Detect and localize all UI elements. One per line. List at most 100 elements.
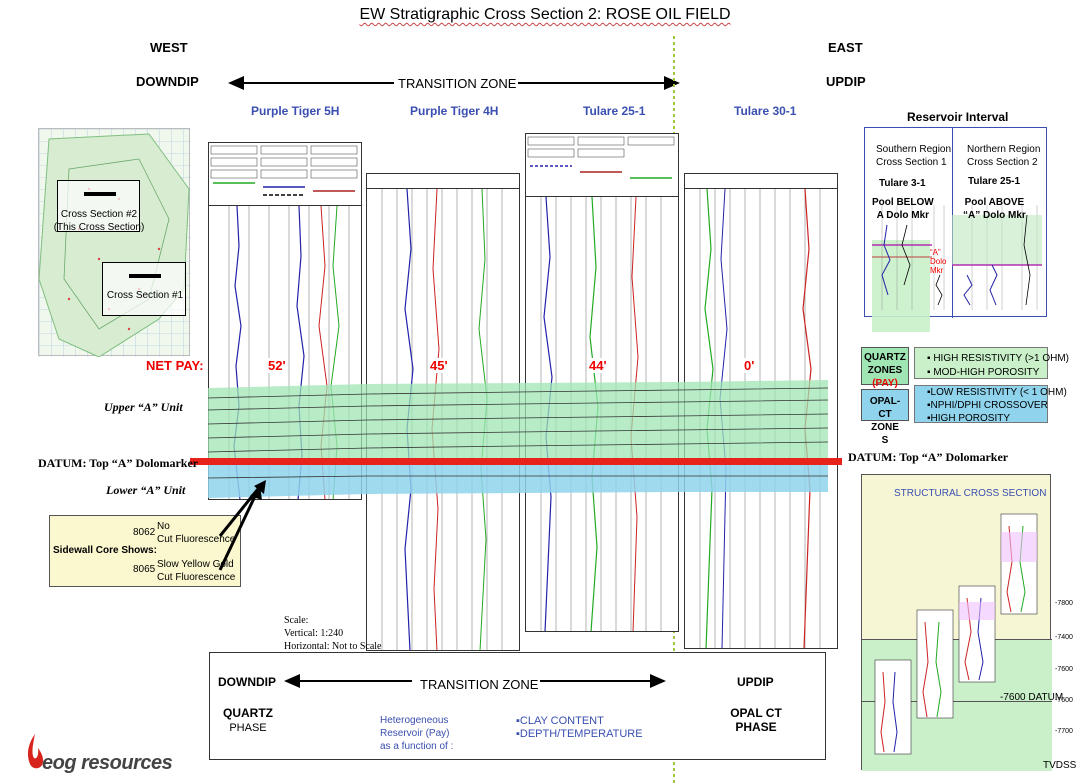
- legend-quartz-bullet1: ▪ HIGH RESISTIVITY (>1 OHM): [927, 353, 1069, 364]
- xs2-label-line2: (This Cross Section): [53, 222, 145, 233]
- well-name-t251: Tulare 25-1: [583, 104, 646, 118]
- legend-quartz-line1: QUARTZ: [864, 352, 906, 363]
- legend-quartz-label: QUARTZ ZONES (PAY): [861, 351, 909, 390]
- page-title: EW Stratigraphic Cross Section 2: ROSE O…: [359, 6, 731, 23]
- summary-downdip: DOWNDIP: [218, 675, 276, 689]
- flame-icon: [27, 734, 44, 769]
- xs1-line: [129, 274, 161, 278]
- dolo-marker-label: “A” Dolo Mkr: [930, 248, 946, 275]
- net-pay-pt5h: 52': [266, 358, 288, 373]
- legend-opal-line1: OPAL-: [869, 396, 901, 407]
- pool-below-label: Pool BELOW A Dolo Mkr: [872, 196, 934, 222]
- pool-below-line1: Pool BELOW: [872, 197, 934, 208]
- structural-tick-5: -7700: [1055, 728, 1073, 735]
- structural-datum-line: [862, 701, 1052, 702]
- dolo-marker-line2: Dolo: [930, 257, 947, 266]
- reservoir-well-s: Tulare 3-1: [879, 178, 926, 189]
- dolo-marker-line3: Mkr: [930, 266, 944, 275]
- legend-opal-line3: ZONE: [871, 422, 899, 433]
- summary-transition: TRANSITION ZONE: [420, 677, 539, 692]
- structural-tick-3: -7600: [1055, 666, 1073, 673]
- log-header-pt5h: [209, 143, 361, 206]
- west-label: WEST: [150, 40, 188, 55]
- legend-quartz-desc-box: [914, 347, 1048, 379]
- summary-het-line2: Reservoir (Pay): [380, 728, 450, 739]
- company-logo: eog resources: [42, 752, 173, 774]
- core-arrows: [218, 480, 266, 571]
- legend-opal-desc: ▪LOW RESISTIVITY (< 1 OHM) ▪NPHI/DPHI CR…: [927, 386, 1067, 425]
- core-depth-2: 8065: [133, 564, 156, 575]
- structural-logs: [874, 513, 1038, 755]
- xs2-label: Cross Section #2 (This Cross Section): [44, 208, 154, 234]
- xs1-label: Cross Section #1: [106, 290, 184, 301]
- summary-quartz-line2: PHASE: [229, 722, 267, 734]
- structural-tick-4: -7600: [1055, 697, 1073, 704]
- downdip-label: DOWNDIP: [136, 74, 199, 89]
- summary-heterogeneous: Heterogeneous Reservoir (Pay) as a funct…: [380, 714, 453, 753]
- log-header-pt4h: [367, 174, 519, 189]
- xs2-label-line1: Cross Section #2: [60, 209, 138, 220]
- log-header-t301: [685, 174, 837, 189]
- legend-opal-bullet2: ▪NPHI/DPHI CROSSOVER: [927, 400, 1048, 411]
- datum-label-right: DATUM: Top “A” Dolomarker: [848, 450, 1009, 464]
- pool-above-label: Pool ABOVE “A” Dolo Mkr: [963, 196, 1026, 222]
- tvdss-label: TVDSS: [1043, 760, 1077, 771]
- core-shows-title: Sidewall Core Shows:: [53, 545, 157, 556]
- datum-line: [190, 458, 842, 465]
- well-name-pt4h: Purple Tiger 4H: [410, 104, 499, 118]
- north-region-label: Northern Region Cross Section 2: [967, 143, 1040, 169]
- net-pay-t251: 44': [587, 358, 609, 373]
- location-map: [38, 128, 191, 358]
- structural-line-upper: [862, 639, 1052, 640]
- south-region-line2: Cross Section 1: [876, 157, 947, 168]
- dolo-marker-line1: “A”: [930, 248, 941, 257]
- scale-line3: Horizontal: Not to Scale: [284, 641, 382, 652]
- core-desc-1a: No: [157, 521, 170, 532]
- well-name-pt5h: Purple Tiger 5H: [251, 104, 340, 118]
- summary-factors: ▪CLAY CONTENT ▪DEPTH/TEMPERATURE: [516, 715, 643, 741]
- legend-opal-line4: S: [881, 435, 889, 446]
- transition-zone-label-top: TRANSITION ZONE: [398, 76, 517, 91]
- reservoir-logs: [872, 205, 1042, 310]
- core-desc-1b: Cut Fluorescence: [157, 534, 236, 545]
- legend-quartz-desc: ▪ HIGH RESISTIVITY (>1 OHM) ▪ MOD-HIGH P…: [927, 352, 1069, 380]
- structural-tick-2: -7400: [1055, 634, 1073, 641]
- core-desc-2: Slow Yellow Gold Cut Fluorescence: [157, 558, 235, 584]
- summary-het-line3: as a function of :: [380, 741, 454, 752]
- upper-unit-label: Upper “A” Unit: [104, 400, 183, 414]
- legend-quartz-line2: ZONES: [867, 365, 903, 376]
- legend-opal-bullet1: ▪LOW RESISTIVITY (< 1 OHM): [927, 387, 1067, 398]
- net-pay-t301: 0': [742, 358, 757, 373]
- reservoir-green-band-s: [872, 240, 930, 332]
- xs1-marker-box: Cross Section #1: [102, 262, 186, 316]
- transition-arrow-bottom: [284, 674, 666, 688]
- lower-unit-label: Lower “A” Unit: [106, 483, 186, 497]
- legend-opal-bullet3: ▪HIGH POROSITY: [927, 413, 1010, 424]
- legend-opal-label: OPAL- CT ZONE S: [861, 395, 909, 447]
- well-name-t301: Tulare 30-1: [734, 104, 797, 118]
- reservoir-well-n: Tulare 25-1: [968, 176, 1021, 187]
- legend-opal-desc-box: [914, 385, 1048, 423]
- summary-quartz-line1: QUARTZ: [223, 706, 273, 720]
- pool-below-line2: A Dolo Mkr: [876, 210, 930, 221]
- north-region-line2: Cross Section 2: [967, 157, 1038, 168]
- summary-box: [209, 652, 826, 760]
- scale-line1: Scale:: [284, 615, 309, 626]
- summary-factor-clay: ▪CLAY CONTENT: [516, 715, 604, 727]
- south-region-label: Southern Region Cross Section 1: [876, 143, 951, 169]
- xs2-line: [84, 192, 116, 196]
- core-desc-2a: Slow Yellow Gold: [157, 559, 234, 570]
- scale-line2: Vertical: 1:240: [284, 628, 344, 639]
- scale-text: Scale: Vertical: 1:240 Horizontal: Not t…: [284, 614, 381, 653]
- xs2-marker-box: [57, 180, 140, 232]
- legend-quartz-line3: (PAY): [872, 378, 898, 389]
- structural-title: STRUCTURAL CROSS SECTION: [894, 488, 1047, 499]
- updip-label: UPDIP: [826, 74, 866, 89]
- core-desc-1: No Cut Fluorescence: [157, 520, 235, 546]
- summary-opal: OPAL CT PHASE: [724, 706, 788, 734]
- core-desc-2b: Cut Fluorescence: [157, 572, 236, 583]
- legend-opal-line2: CT: [878, 409, 892, 420]
- datum-label-left: DATUM: Top “A” Dolomarker: [38, 456, 199, 470]
- net-pay-pt4h: 45': [428, 358, 450, 373]
- summary-factor-depth: ▪DEPTH/TEMPERATURE: [516, 728, 643, 740]
